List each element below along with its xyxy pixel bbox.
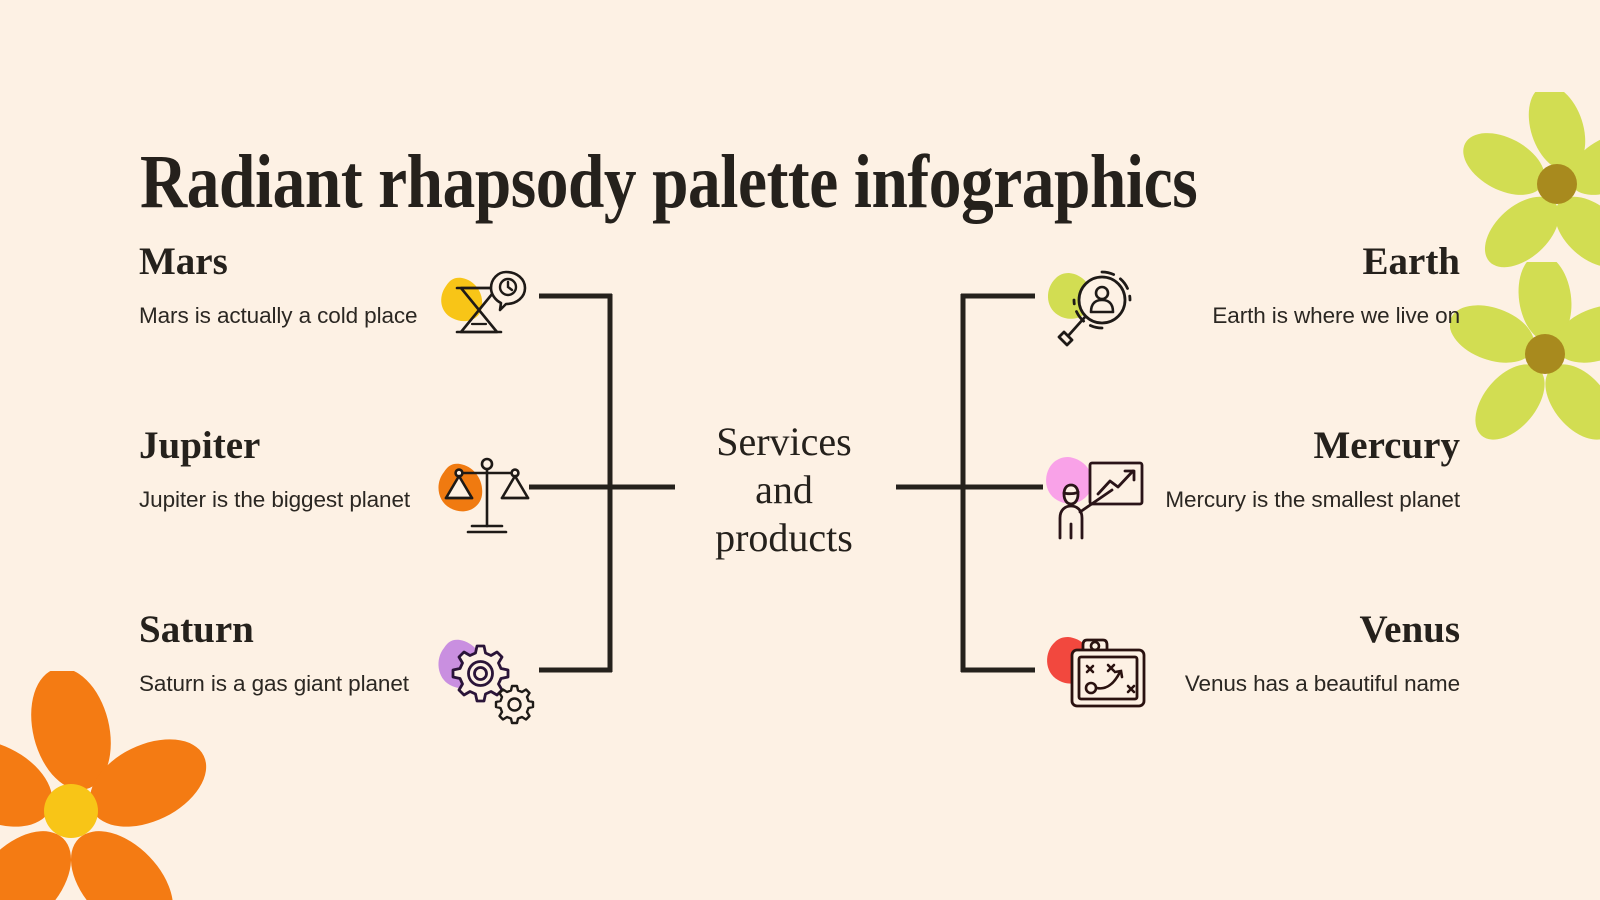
flower-top-right-1-icon [1462,85,1600,287]
entry-mars-title: Mars [139,240,228,283]
entry-saturn-description: Saturn is a gas giant planet [139,671,409,696]
icon-jupiter [432,446,542,546]
entry-mercury: Mercury Mercury is the smallest planet [1160,424,1460,515]
entry-venus: Venus Venus has a beautiful name [1160,608,1460,699]
center-label-line-3: products [715,515,853,560]
strategy-board-icon [1047,637,1146,708]
flower-top-right-2-icon [1449,254,1600,457]
entry-venus-description: Venus has a beautiful name [1184,671,1460,696]
center-label-line-2: and [755,467,813,512]
entry-jupiter-description: Jupiter is the biggest planet [139,487,411,512]
icon-earth [1040,262,1150,362]
entry-mercury-title: Mercury [1313,424,1460,467]
entry-mars: Mars Mars is actually a cold place [139,240,439,331]
entry-saturn-title: Saturn [139,608,254,651]
balance-scales-icon [438,457,530,534]
entry-saturn: Saturn Saturn is a gas giant planet [139,608,439,699]
flower-bottom-left-icon [0,668,216,900]
page-title: Radiant rhapsody palette infographics [140,139,1198,224]
entry-earth-title: Earth [1362,240,1461,283]
entry-jupiter-title: Jupiter [139,424,261,467]
entry-mars-description: Mars is actually a cold place [139,303,418,328]
icon-mercury [1040,446,1150,546]
entry-venus-title: Venus [1359,608,1460,651]
center-label: Services and products [684,418,884,562]
center-label-line-1: Services [716,419,852,464]
icon-saturn [432,628,542,728]
entry-earth: Earth Earth is where we live on [1160,240,1460,331]
icon-venus [1040,628,1150,728]
hourglass-clock-icon [441,270,527,334]
entry-jupiter: Jupiter Jupiter is the biggest planet [139,424,439,515]
icon-mars [432,262,542,362]
entry-earth-description: Earth is where we live on [1212,303,1460,328]
magnifier-person-icon [1047,270,1132,347]
presenter-chart-icon [1046,457,1144,540]
entry-mercury-description: Mercury is the smallest planet [1165,487,1460,512]
gears-icon [438,639,535,725]
